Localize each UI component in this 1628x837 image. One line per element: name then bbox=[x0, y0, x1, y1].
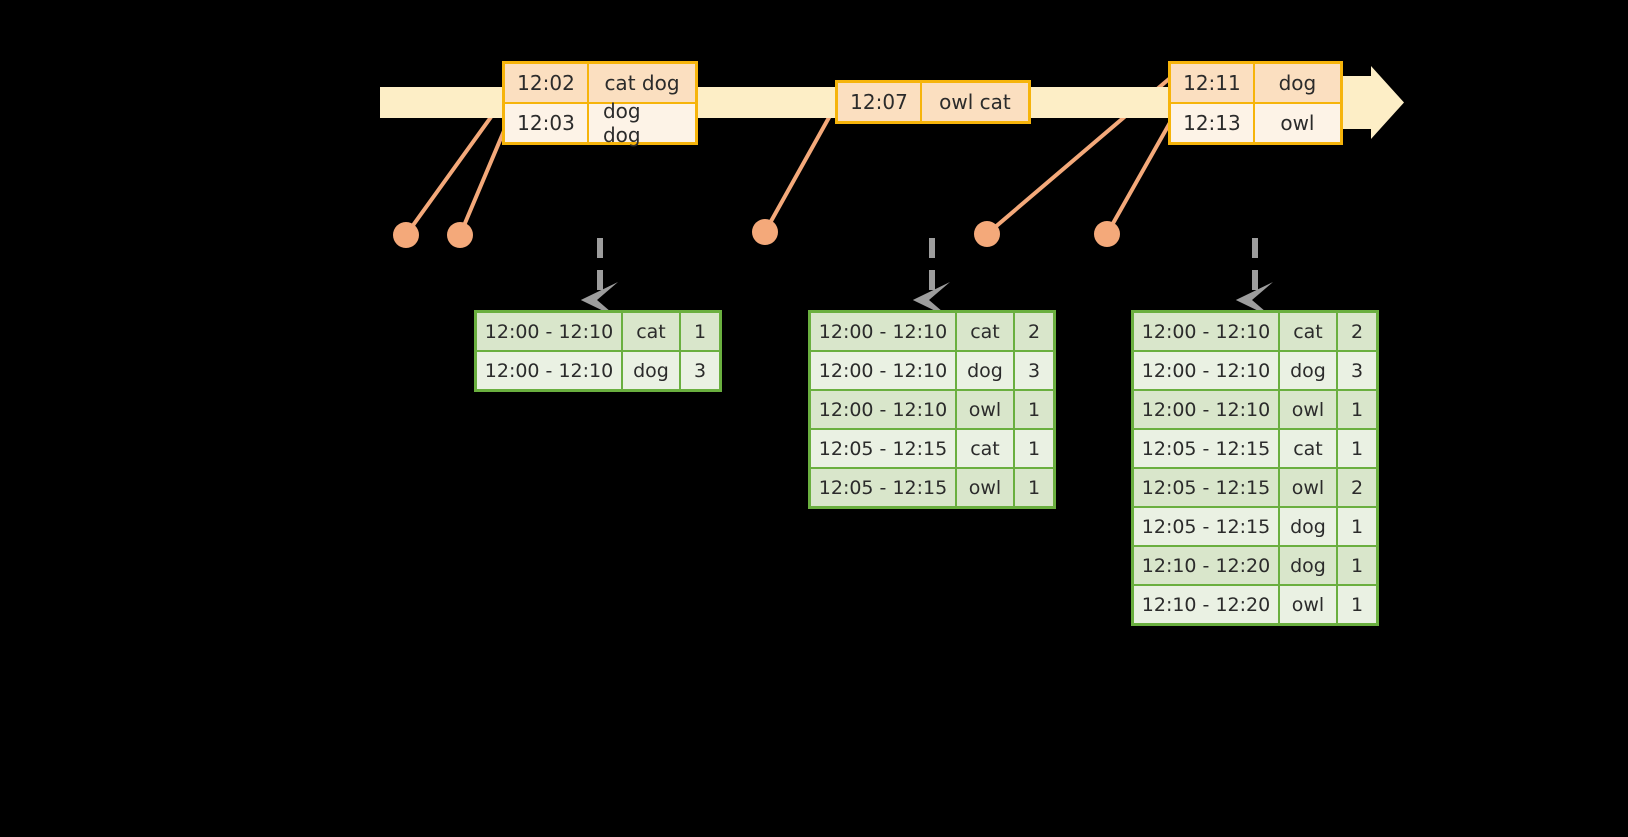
window-cell: 12:00 - 12:10 bbox=[811, 352, 955, 389]
count-cell: 1 bbox=[1015, 469, 1053, 506]
result-table-after-12-13[interactable]: 12:00 - 12:10 cat 2 12:00 - 12:10 dog 3 … bbox=[1131, 310, 1379, 626]
table-row[interactable]: 12:00 - 12:10 owl 1 bbox=[1134, 391, 1376, 428]
table-row[interactable]: 12:00 - 12:10 cat 2 bbox=[811, 313, 1053, 350]
count-cell: 2 bbox=[1015, 313, 1053, 350]
key-cell: owl bbox=[1280, 586, 1336, 623]
key-cell: owl bbox=[1280, 469, 1336, 506]
key-cell: dog bbox=[623, 352, 679, 389]
count-cell: 1 bbox=[1338, 508, 1376, 545]
count-cell: 1 bbox=[681, 313, 719, 350]
count-cell: 2 bbox=[1338, 469, 1376, 506]
event-timestamp: 12:02 bbox=[505, 64, 589, 102]
window-cell: 12:05 - 12:15 bbox=[1134, 469, 1278, 506]
window-cell: 12:05 - 12:15 bbox=[811, 430, 955, 467]
key-cell: dog bbox=[1280, 352, 1336, 389]
event-box-early[interactable]: 12:02 cat dog 12:03 dog dog bbox=[502, 61, 698, 147]
key-cell: dog bbox=[957, 352, 1013, 389]
window-cell: 12:00 - 12:10 bbox=[811, 313, 955, 350]
count-cell: 2 bbox=[1338, 313, 1376, 350]
count-cell: 1 bbox=[1338, 586, 1376, 623]
count-cell: 3 bbox=[1015, 352, 1053, 389]
event-row[interactable]: 12:02 cat dog bbox=[505, 64, 695, 102]
table-row[interactable]: 12:05 - 12:15 owl 1 bbox=[811, 469, 1053, 506]
key-cell: cat bbox=[957, 313, 1013, 350]
table-row[interactable]: 12:00 - 12:10 dog 3 bbox=[811, 352, 1053, 389]
event-timestamp: 12:03 bbox=[505, 104, 589, 142]
event-connector-dots bbox=[393, 219, 1120, 248]
window-cell: 12:00 - 12:10 bbox=[811, 391, 955, 428]
count-cell: 1 bbox=[1338, 430, 1376, 467]
key-cell: cat bbox=[957, 430, 1013, 467]
result-table-after-12-07[interactable]: 12:00 - 12:10 cat 2 12:00 - 12:10 dog 3 … bbox=[808, 310, 1056, 509]
key-cell: cat bbox=[623, 313, 679, 350]
key-cell: owl bbox=[1280, 391, 1336, 428]
table-row[interactable]: 12:00 - 12:10 cat 2 bbox=[1134, 313, 1376, 350]
event-timestamp: 12:11 bbox=[1171, 64, 1255, 102]
event-payload: dog bbox=[1254, 64, 1340, 102]
count-cell: 3 bbox=[681, 352, 719, 389]
event-box-middle[interactable]: 12:07 owl cat bbox=[835, 80, 1031, 124]
event-payload: owl cat bbox=[921, 83, 1028, 121]
window-cell: 12:05 - 12:15 bbox=[1134, 508, 1278, 545]
count-cell: 3 bbox=[1338, 352, 1376, 389]
count-cell: 1 bbox=[1338, 391, 1376, 428]
event-row[interactable]: 12:13 owl bbox=[1171, 102, 1340, 142]
key-cell: cat bbox=[1280, 313, 1336, 350]
table-row[interactable]: 12:00 - 12:10 owl 1 bbox=[811, 391, 1053, 428]
event-payload: dog dog bbox=[588, 99, 695, 147]
window-cell: 12:05 - 12:15 bbox=[1134, 430, 1278, 467]
connector-line-5 bbox=[1105, 110, 1178, 236]
table-row[interactable]: 12:00 - 12:10 cat 1 bbox=[477, 313, 719, 350]
count-cell: 1 bbox=[1015, 391, 1053, 428]
key-cell: dog bbox=[1280, 547, 1336, 584]
connector-dot-2 bbox=[447, 222, 473, 248]
window-cell: 12:00 - 12:10 bbox=[477, 352, 621, 389]
event-payload: owl bbox=[1254, 104, 1340, 142]
table-row[interactable]: 12:10 - 12:20 dog 1 bbox=[1134, 547, 1376, 584]
window-cell: 12:10 - 12:20 bbox=[1134, 547, 1278, 584]
event-row[interactable]: 12:03 dog dog bbox=[505, 99, 695, 147]
table-row[interactable]: 12:05 - 12:15 cat 1 bbox=[1134, 430, 1376, 467]
window-cell: 12:10 - 12:20 bbox=[1134, 586, 1278, 623]
count-cell: 1 bbox=[1338, 547, 1376, 584]
connector-dot-5 bbox=[1094, 221, 1120, 247]
key-cell: owl bbox=[957, 469, 1013, 506]
table-row[interactable]: 12:05 - 12:15 dog 1 bbox=[1134, 508, 1376, 545]
table-row[interactable]: 12:10 - 12:20 owl 1 bbox=[1134, 586, 1376, 623]
window-cell: 12:05 - 12:15 bbox=[811, 469, 955, 506]
count-cell: 1 bbox=[1015, 430, 1053, 467]
table-row[interactable]: 12:00 - 12:10 dog 3 bbox=[1134, 352, 1376, 389]
event-timestamp: 12:13 bbox=[1171, 104, 1255, 142]
result-table-after-12-03[interactable]: 12:00 - 12:10 cat 1 12:00 - 12:10 dog 3 bbox=[474, 310, 722, 392]
window-cell: 12:00 - 12:10 bbox=[1134, 352, 1278, 389]
connector-dot-4 bbox=[974, 221, 1000, 247]
key-cell: dog bbox=[1280, 508, 1336, 545]
connector-dot-1 bbox=[393, 222, 419, 248]
table-row[interactable]: 12:05 - 12:15 owl 2 bbox=[1134, 469, 1376, 506]
window-cell: 12:00 - 12:10 bbox=[1134, 391, 1278, 428]
flow-arrows bbox=[580, 238, 1274, 318]
window-cell: 12:00 - 12:10 bbox=[477, 313, 621, 350]
key-cell: cat bbox=[1280, 430, 1336, 467]
table-row[interactable]: 12:00 - 12:10 dog 3 bbox=[477, 352, 719, 389]
connector-dot-3 bbox=[752, 219, 778, 245]
event-row[interactable]: 12:07 owl cat bbox=[838, 83, 1028, 121]
event-timestamp: 12:07 bbox=[838, 83, 922, 121]
key-cell: owl bbox=[957, 391, 1013, 428]
event-payload: cat dog bbox=[588, 64, 695, 102]
window-cell: 12:00 - 12:10 bbox=[1134, 313, 1278, 350]
table-row[interactable]: 12:05 - 12:15 cat 1 bbox=[811, 430, 1053, 467]
event-box-late[interactable]: 12:11 dog 12:13 owl bbox=[1168, 61, 1343, 145]
event-row[interactable]: 12:11 dog bbox=[1171, 64, 1340, 102]
